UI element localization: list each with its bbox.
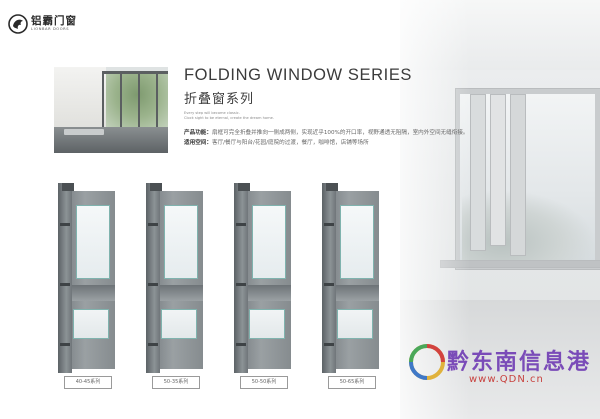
tagline: Every step will become classic. Clock si… [184,111,274,121]
usage-text: 客厅/餐厅与阳台/花园/庭院的过渡，餐厅，咖啡馆，店铺等场所 [211,140,369,146]
folding-sash-2 [490,94,506,246]
tagline-line-1: Every step will become classic. [184,111,240,115]
series-title-cn: 折叠窗系列 [184,92,255,107]
watermark-url: www.QDN.cn [469,374,544,385]
watermark-logo-icon [409,344,445,380]
interior-photo [54,67,168,153]
series-label-50-35: 50-35系列 [152,376,200,389]
function-label: 产品功能： [184,130,212,136]
profile-50-50 [234,183,302,373]
usage-line: 适用空间：客厅/餐厅与阳台/花园/庭院的过渡，餐厅，咖啡馆，店铺等场所 [184,138,469,148]
series-label-50-50: 50-50系列 [240,376,288,389]
series-label-40-45: 40-45系列 [64,376,112,389]
brand-name-en: LIONBAR DOORS [31,27,70,31]
folding-sash-3 [510,94,526,256]
brand-logo: 铝霸门窗 LIONBAR DOORS [8,14,77,34]
brand-name-cn: 铝霸门窗 [31,15,77,27]
series-title-en: FOLDING WINDOW SERIES [184,66,413,84]
folding-sash-1 [470,94,486,251]
lion-logo-icon [8,14,28,34]
series-label-50-65: 50-65系列 [328,376,376,389]
usage-label: 适用空间： [184,140,212,146]
function-line: 产品功能：扇框可完全折叠并推向一侧成两侧，实现近乎100%的开口率，视野通透无阻… [184,128,469,138]
watermark-text: 黔东南信息港 [447,350,592,375]
tagline-line-2: Clock sight to be eternal, create the dr… [184,116,274,120]
watermark: 黔东南信息港 www.QDN.cn [407,338,597,398]
profile-40-45 [58,183,126,373]
profile-50-65 [322,183,390,373]
product-description: 产品功能：扇框可完全折叠并推向一侧成两侧，实现近乎100%的开口率，视野通透无阻… [184,128,469,148]
photo-fade [380,0,470,419]
function-text: 扇框可完全折叠并推向一侧成两侧，实现近乎100%的开口率，视野通透无阻隔，室内外… [211,130,469,136]
profile-50-35 [146,183,214,373]
